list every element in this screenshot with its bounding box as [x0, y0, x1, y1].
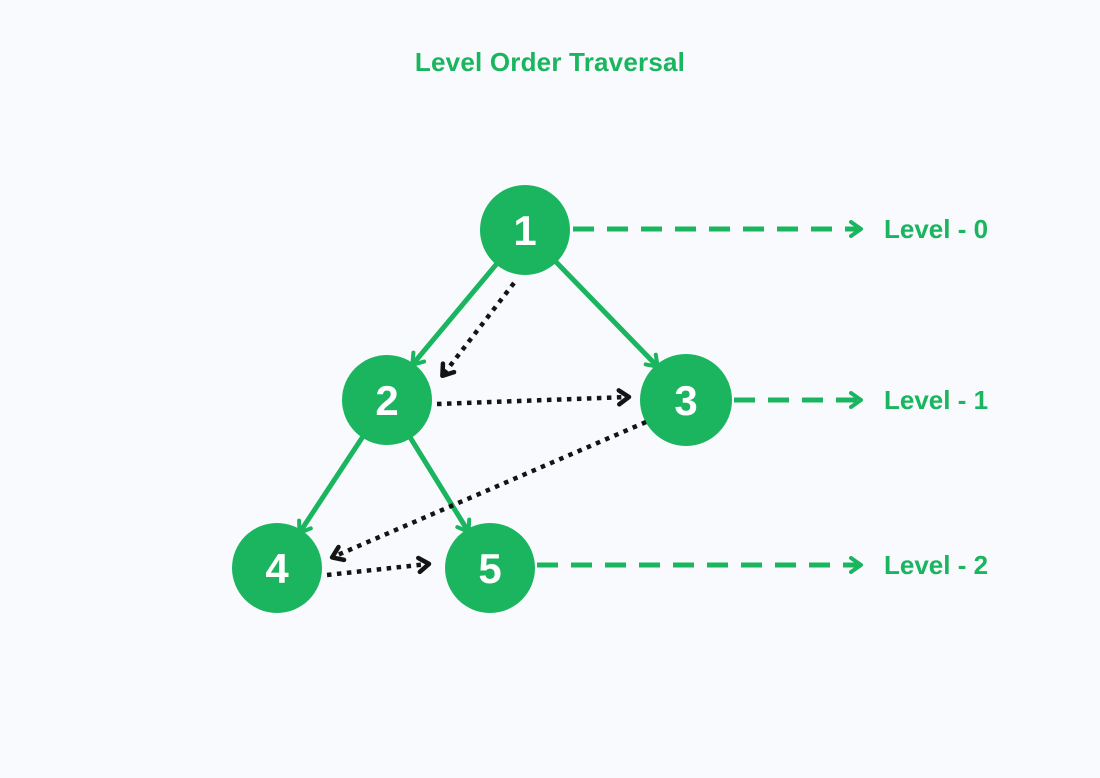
- node-5-circle: [445, 523, 535, 613]
- tree-edge-1-3: [522, 227, 660, 369]
- level-1-label: Level - 1: [884, 385, 988, 415]
- tree-edge-1-2: [410, 227, 528, 367]
- traversal-arrow-1-2: [440, 281, 516, 379]
- traversal-arrow-3-4: [329, 419, 647, 563]
- node-2-label: 2: [375, 377, 398, 424]
- tree-edge-2-4: [297, 397, 390, 535]
- node-4-label: 4: [265, 545, 289, 592]
- traversal-arrow-4-5: [326, 555, 432, 578]
- node-3-label: 3: [674, 377, 697, 424]
- traversal-arrow-2-3: [436, 388, 632, 407]
- node-4-circle: [232, 523, 322, 613]
- tree-edge-2-5: [384, 397, 472, 534]
- node-1-label: 1: [513, 207, 536, 254]
- level-0-label: Level - 0: [884, 214, 988, 244]
- node-3-circle: [640, 354, 732, 446]
- diagram-title: Level Order Traversal: [414, 47, 686, 77]
- node-5-label: 5: [478, 545, 501, 592]
- level-2-label: Level - 2: [884, 550, 988, 580]
